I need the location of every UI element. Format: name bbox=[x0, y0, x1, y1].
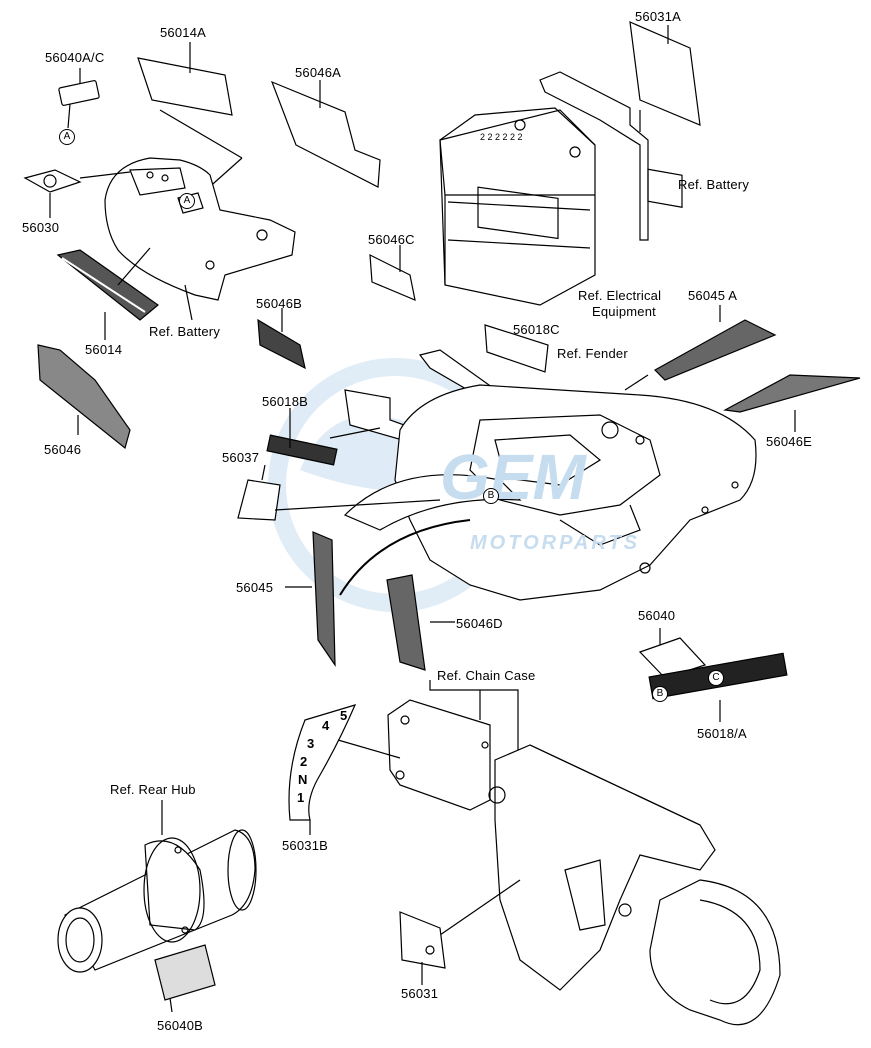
label-ref-electrical-2: Equipment bbox=[592, 304, 656, 319]
label-56046c: 56046C bbox=[368, 232, 415, 247]
battery-bracket bbox=[539, 71, 649, 241]
label-56031a: 56031A bbox=[635, 9, 682, 24]
label-56014: 56014 bbox=[85, 342, 123, 357]
decal-56018b bbox=[266, 434, 338, 466]
decal-56046a bbox=[270, 80, 381, 188]
decal-56031a bbox=[629, 21, 701, 126]
label-ref-battery-top: Ref. Battery bbox=[678, 177, 750, 192]
gear-4: 4 bbox=[322, 718, 330, 733]
decal-56040ac bbox=[58, 80, 100, 106]
label-ref-battery-cover: Ref. Battery bbox=[149, 324, 221, 339]
chain-case-bracket bbox=[387, 699, 491, 811]
label-56040b: 56040B bbox=[157, 1018, 204, 1033]
svg-text:2 2 2 2 2 2: 2 2 2 2 2 2 bbox=[480, 132, 523, 142]
decal-56040 bbox=[638, 637, 707, 679]
circle-marker-a: A bbox=[59, 129, 75, 145]
chain-case bbox=[488, 744, 781, 1026]
gear-5: 5 bbox=[340, 708, 348, 723]
circle-marker-c: C bbox=[708, 670, 724, 686]
watermark-brand: GEM bbox=[440, 441, 586, 513]
circle-marker-b-fender: B bbox=[483, 488, 499, 504]
label-56046e: 56046E bbox=[766, 434, 813, 449]
decal-56018c bbox=[484, 324, 549, 373]
label-ref-electrical: Ref. Electrical bbox=[578, 288, 662, 303]
label-56045: 56045 bbox=[236, 580, 274, 595]
decal-56040b bbox=[154, 944, 216, 1001]
battery: 2 2 2 2 2 2 bbox=[439, 107, 596, 306]
decal-56046c bbox=[369, 253, 416, 301]
label-56040ac: 56040A/C bbox=[45, 50, 105, 65]
label-56046: 56046 bbox=[44, 442, 82, 457]
watermark-sub: MOTORPARTS bbox=[470, 532, 641, 554]
decal-56014 bbox=[56, 249, 159, 321]
gear-2: 2 bbox=[300, 754, 308, 769]
decal-56046b bbox=[257, 318, 306, 370]
rear-hub bbox=[57, 829, 257, 973]
decal-56030 bbox=[23, 169, 82, 193]
decal-56037 bbox=[237, 479, 281, 521]
label-56046a: 56046A bbox=[295, 65, 342, 80]
label-ref-chain-case: Ref. Chain Case bbox=[437, 668, 536, 683]
label-56018b: 56018B bbox=[262, 394, 309, 409]
label-56031b: 56031B bbox=[282, 838, 329, 853]
decal-56014a bbox=[137, 57, 233, 116]
label-56030: 56030 bbox=[22, 220, 60, 235]
decal-56031 bbox=[399, 911, 446, 969]
gear-n: N bbox=[298, 772, 308, 787]
decal-56046 bbox=[37, 344, 131, 450]
decal-56046e bbox=[723, 374, 861, 413]
label-56045a: 56045 A bbox=[688, 288, 738, 303]
front-cover bbox=[104, 157, 296, 301]
label-56037: 56037 bbox=[222, 450, 260, 465]
decal-56031b bbox=[288, 704, 357, 821]
label-56031: 56031 bbox=[401, 986, 439, 1001]
label-ref-fender: Ref. Fender bbox=[557, 346, 628, 361]
label-56014a: 56014A bbox=[160, 25, 207, 40]
label-56046d: 56046D bbox=[456, 616, 503, 631]
label-56040: 56040 bbox=[638, 608, 676, 623]
rear-fender bbox=[339, 384, 757, 601]
gear-1: 1 bbox=[297, 790, 305, 805]
label-56018a: 56018/A bbox=[697, 726, 747, 741]
label-56046b: 56046B bbox=[256, 296, 303, 311]
decal-56046d bbox=[386, 574, 426, 671]
circle-marker-b: B bbox=[652, 686, 668, 702]
label-ref-rear-hub: Ref. Rear Hub bbox=[110, 782, 196, 797]
decal-56045 bbox=[312, 531, 336, 668]
circle-marker-a-cover: A bbox=[179, 193, 195, 209]
gear-3: 3 bbox=[307, 736, 315, 751]
label-56018c: 56018C bbox=[513, 322, 560, 337]
decal-56045a bbox=[654, 319, 777, 381]
